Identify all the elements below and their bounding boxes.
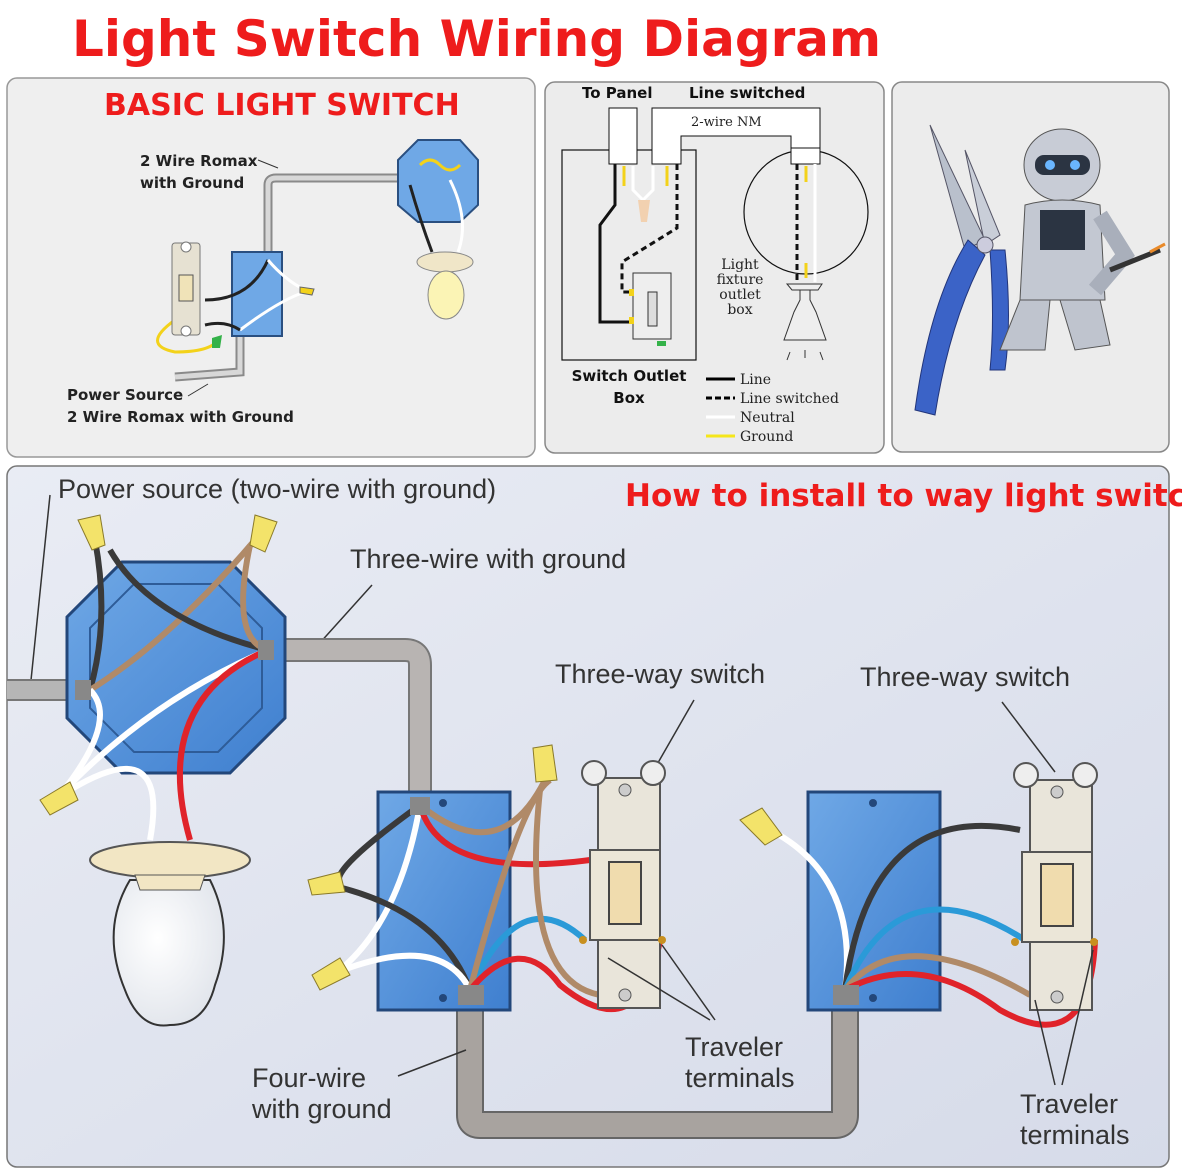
robot-illustration-panel bbox=[891, 81, 1170, 453]
cable-type-label: 2-wire NM bbox=[691, 115, 762, 130]
wire-nut-icon bbox=[311, 957, 351, 991]
wire-nut-icon bbox=[532, 744, 558, 783]
traveler-label-1b: terminals bbox=[685, 1063, 795, 1093]
bulb-socket-icon bbox=[416, 251, 474, 273]
toggle-icon bbox=[608, 861, 642, 925]
three-way-heading: How to install to way light switch bbox=[625, 478, 1182, 514]
fixture-label-1: Light bbox=[721, 257, 759, 273]
junction-box-icon bbox=[65, 560, 287, 775]
traveler-label-1a: Traveler bbox=[685, 1032, 783, 1062]
pliers-icon bbox=[914, 124, 1009, 416]
to-panel-label: To Panel bbox=[582, 84, 652, 102]
switch-box-icon bbox=[231, 251, 283, 337]
traveler-label-2a: Traveler bbox=[1020, 1089, 1118, 1119]
ceiling-box-icon bbox=[397, 139, 479, 223]
power-source-label: Power source (two-wire with ground) bbox=[58, 474, 496, 504]
three-way-switch-2 bbox=[1011, 762, 1098, 1011]
traveler-label-2b: terminals bbox=[1020, 1120, 1130, 1150]
three-way-switch-panel: How to install to way light switch Power… bbox=[6, 465, 1182, 1168]
light-bulb-icon bbox=[112, 879, 225, 1027]
source-label-line1: Power Source bbox=[67, 386, 183, 404]
lamp-icon bbox=[783, 283, 827, 341]
light-bulb-icon bbox=[427, 270, 465, 320]
switch-label-1: Three-way switch bbox=[555, 659, 765, 689]
three-way-switch-1 bbox=[579, 760, 666, 1009]
basic-light-switch-panel: BASIC LIGHT SWITCH 2 Wire Romax with Gro… bbox=[6, 77, 536, 458]
source-label-line2: 2 Wire Romax with Ground bbox=[67, 408, 294, 426]
legend-line: Line bbox=[740, 372, 771, 388]
wire-nut-icon bbox=[249, 514, 278, 553]
basic-heading: BASIC LIGHT SWITCH bbox=[104, 88, 460, 123]
wire-nut-icon bbox=[739, 807, 783, 846]
four-wire-label-2: with ground bbox=[251, 1094, 392, 1124]
switch-label-2: Three-way switch bbox=[860, 662, 1070, 692]
legend-neutral: Neutral bbox=[740, 410, 795, 426]
switch-box-label-2: Box bbox=[613, 389, 645, 407]
line-switched-label: Line switched bbox=[689, 84, 805, 102]
wire-nut-icon bbox=[77, 514, 106, 551]
switch-box-label-1: Switch Outlet bbox=[572, 367, 687, 385]
wire-nut-icon bbox=[39, 781, 79, 816]
fixture-label-2: fixture bbox=[717, 272, 764, 288]
legend-ground: Ground bbox=[740, 429, 793, 445]
robot-icon bbox=[999, 128, 1166, 351]
page-title: Light Switch Wiring Diagram bbox=[72, 10, 881, 68]
legend: Line Line switched Neutral Ground bbox=[706, 372, 839, 445]
three-wire-label: Three-wire with ground bbox=[350, 544, 626, 574]
fixture-label-3: outlet bbox=[719, 287, 761, 303]
cable-label-line2: with Ground bbox=[140, 174, 244, 192]
four-wire-label-1: Four-wire bbox=[252, 1063, 366, 1093]
legend-line-switched: Line switched bbox=[740, 391, 839, 407]
toggle-icon bbox=[1040, 863, 1074, 927]
wire-nut-icon bbox=[307, 871, 346, 896]
bulb-socket-icon bbox=[89, 841, 251, 879]
schematic-panel: To Panel Line switched 2-wire NM Light f… bbox=[544, 81, 885, 454]
fixture-label-4: box bbox=[727, 302, 752, 318]
cable-label-line1: 2 Wire Romax bbox=[140, 152, 258, 170]
